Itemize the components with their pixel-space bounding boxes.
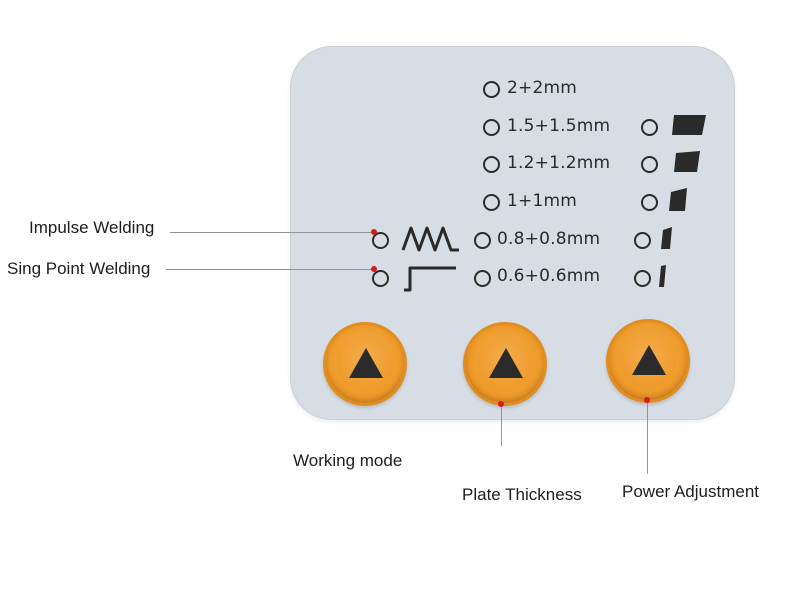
impulse-mode-led — [372, 232, 389, 249]
thickness-label: 1.5+1.5mm — [507, 116, 611, 136]
power-level-2-icon — [661, 227, 672, 249]
power-adjustment-callout-dot — [644, 397, 650, 403]
plate-thickness-button[interactable] — [463, 322, 547, 406]
single-point-mode-led — [372, 270, 389, 287]
plate-thickness-callout-dot — [498, 401, 504, 407]
power-led-3 — [641, 194, 658, 211]
impulse-callout-dot — [371, 229, 377, 235]
thickness-led-1-5 — [483, 119, 500, 136]
working-mode-label: Working mode — [293, 451, 403, 470]
triangle-up-icon — [632, 345, 666, 375]
plate-thickness-label: Plate Thickness — [462, 485, 582, 504]
power-adjustment-button[interactable] — [606, 319, 690, 403]
impulse-callout-line — [170, 232, 372, 233]
thickness-led-0-8 — [474, 232, 491, 249]
thickness-label: 0.8+0.8mm — [497, 229, 601, 249]
thickness-led-0-6 — [474, 270, 491, 287]
thickness-led-1-2 — [483, 156, 500, 173]
power-led-5 — [641, 119, 658, 136]
power-adjustment-callout-line — [647, 400, 648, 474]
thickness-led-2 — [483, 81, 500, 98]
single-point-callout-dot — [371, 266, 377, 272]
power-led-4 — [641, 156, 658, 173]
power-led-2 — [634, 232, 651, 249]
power-level-5-icon — [672, 115, 706, 135]
thickness-led-1 — [483, 194, 500, 211]
power-led-1 — [634, 270, 651, 287]
thickness-label: 1+1mm — [507, 191, 577, 211]
power-level-4-icon — [674, 151, 700, 172]
single-point-step-icon — [404, 266, 456, 292]
thickness-label: 0.6+0.6mm — [497, 266, 601, 286]
impulse-wave-icon — [401, 226, 459, 252]
power-adjustment-label: Power Adjustment — [622, 482, 760, 501]
triangle-up-icon — [349, 348, 383, 378]
power-level-3-icon — [669, 188, 687, 211]
impulse-welding-label: Impulse Welding — [29, 218, 155, 237]
single-point-welding-label: Sing Point Welding — [7, 259, 151, 278]
triangle-up-icon — [489, 348, 523, 378]
plate-thickness-callout-line — [501, 404, 502, 446]
power-level-1-icon — [659, 265, 666, 287]
single-point-callout-line — [166, 269, 372, 270]
thickness-label: 2+2mm — [507, 78, 577, 98]
working-mode-button[interactable] — [323, 322, 407, 406]
thickness-label: 1.2+1.2mm — [507, 153, 611, 173]
